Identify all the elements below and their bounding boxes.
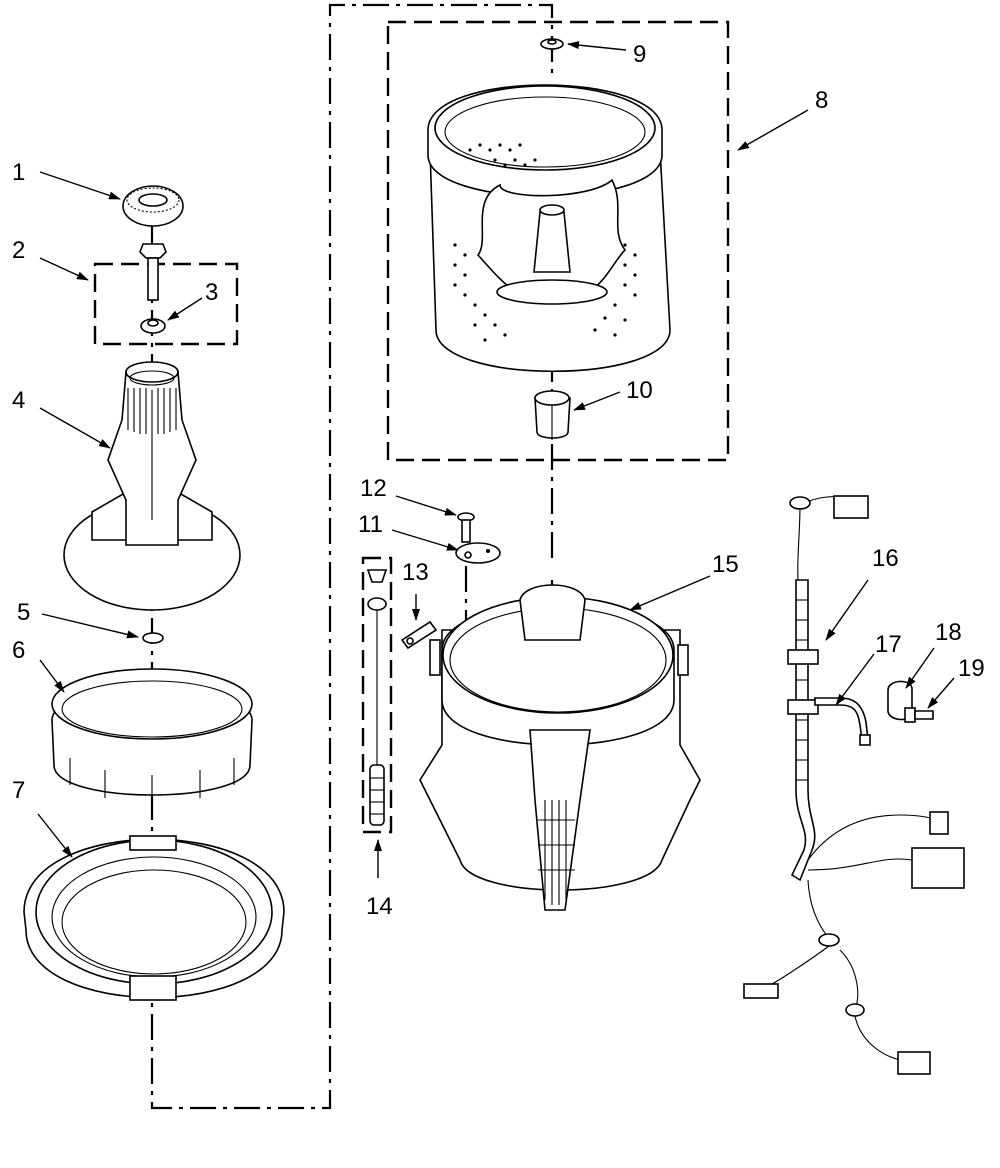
part-6-ring (51, 668, 253, 802)
callout-10: 10 (626, 377, 653, 404)
callout-17: 17 (875, 631, 902, 658)
callout-18: 18 (935, 619, 962, 646)
kit-box-14 (361, 556, 393, 834)
callout-16: 16 (872, 545, 899, 572)
part-9-bushing (540, 38, 564, 50)
callout-7: 7 (12, 777, 25, 804)
part-16-wire-harness (743, 495, 965, 1075)
callout-2: 2 (12, 237, 25, 264)
part-1-cap (122, 185, 184, 227)
part-4-agitator (63, 361, 241, 611)
part-7-tub-ring (23, 835, 285, 1001)
kit-box-2 (93, 262, 239, 346)
callout-6: 6 (12, 637, 25, 664)
part-15-outer-tub (419, 584, 701, 911)
callout-11: 11 (358, 511, 383, 538)
leader-arrows (37, 41, 955, 878)
callout-4: 4 (12, 387, 25, 414)
part-12-screw (457, 512, 475, 543)
callout-9: 9 (633, 41, 646, 68)
callout-12: 12 (360, 475, 387, 502)
callout-13: 13 (402, 559, 429, 586)
part-10-hub (534, 390, 571, 440)
part-13-bracket (400, 620, 438, 650)
part-2-bolt (139, 243, 167, 301)
callout-8: 8 (815, 87, 828, 114)
callout-3: 3 (205, 279, 218, 306)
part-5-washer (142, 632, 164, 644)
callout-14: 14 (366, 893, 393, 920)
part-19-screw (904, 707, 934, 723)
callout-labels: 1 2 3 4 5 6 7 8 9 10 11 12 13 14 15 16 1… (12, 41, 985, 920)
part-3-washer (140, 318, 166, 334)
kit-box-8 (386, 20, 730, 462)
part-17-hose (814, 697, 871, 746)
part-11-clip (455, 542, 501, 564)
part-8-basket (427, 84, 671, 372)
callout-1: 1 (12, 159, 25, 186)
callout-15: 15 (712, 551, 739, 578)
callout-5: 5 (17, 599, 30, 626)
callout-19: 19 (958, 655, 985, 682)
part-14-suspension-rod (366, 569, 388, 826)
